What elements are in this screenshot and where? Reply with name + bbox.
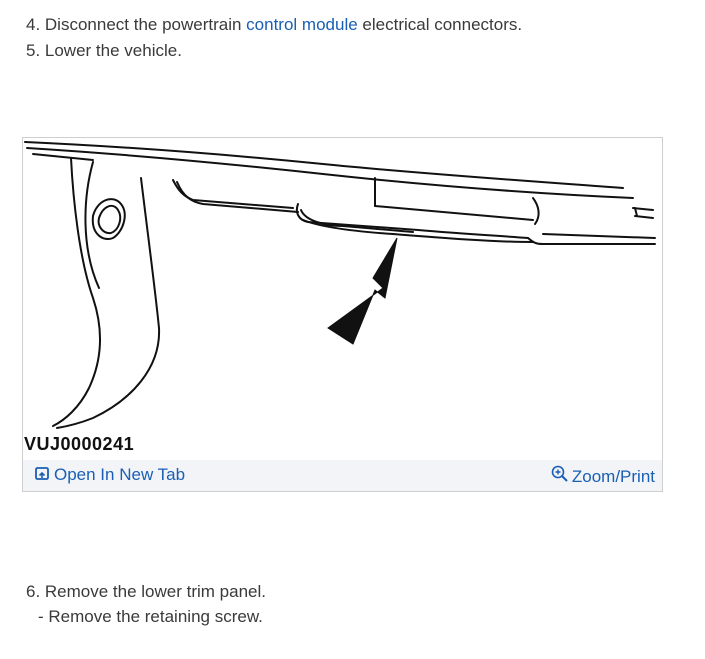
- external-tab-icon: [35, 465, 49, 485]
- open-in-new-tab-label: Open In New Tab: [54, 465, 186, 484]
- zoom-print-button[interactable]: Zoom/Print: [551, 465, 655, 488]
- step-4-text-end: electrical connectors.: [357, 15, 523, 34]
- step-4-text: 4. Disconnect the powertrain: [26, 15, 247, 34]
- step-5: 5. Lower the vehicle.: [26, 41, 182, 60]
- zoom-in-icon: [551, 465, 569, 488]
- open-in-new-tab-button[interactable]: Open In New Tab: [35, 465, 185, 485]
- step-6-substep: - Remove the retaining screw.: [38, 607, 263, 626]
- figure-illustration: [24, 141, 656, 429]
- zoom-print-label: Zoom/Print: [571, 466, 655, 486]
- figure-toolbar: Open In New Tab Zoom/Print: [23, 460, 662, 491]
- control-module-link[interactable]: control module: [246, 15, 358, 34]
- figure-caption: VUJ0000241: [24, 434, 135, 454]
- step-6: 6. Remove the lower trim panel.: [26, 582, 266, 601]
- step-4: 4. Disconnect the powertrain control mod…: [26, 15, 522, 35]
- figure-panel: VUJ0000241 Open In New Tab Zoom/Print: [22, 137, 663, 492]
